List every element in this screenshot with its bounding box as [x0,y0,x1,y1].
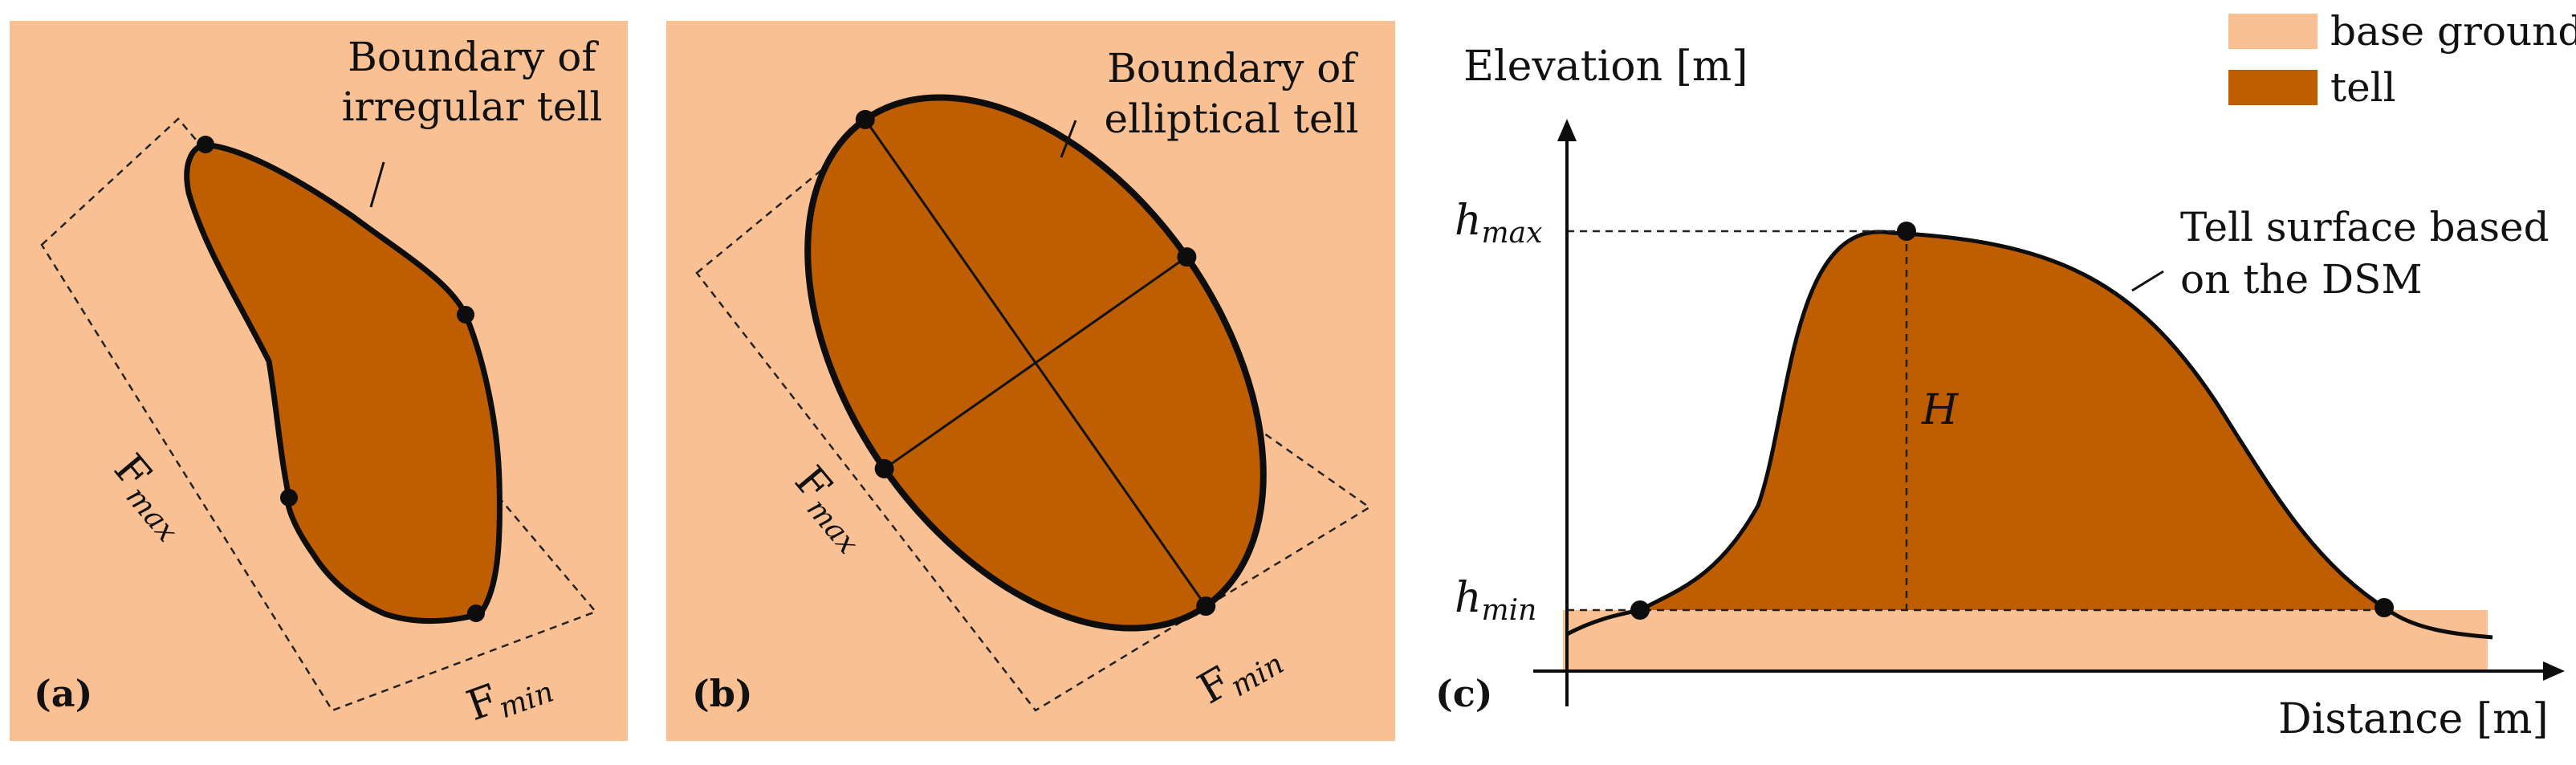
panel-b-callout-line [1060,120,1077,158]
panel-b-callout-line2: elliptical tell [1104,96,1358,142]
surface-label-line1: Tell surface based [2180,204,2550,250]
irregular-tell-shape [184,141,503,625]
panel-b: Boundary of elliptical tell Fmax Fmin (b… [666,21,1395,741]
panel-a-callout-line2: irregular tell [342,83,603,130]
panel-b-callout-line1: Boundary of [1107,45,1358,92]
tell-peak-point [1897,222,1916,241]
elliptical-tell [804,94,1267,632]
height-label: H [1921,386,1959,434]
y-axis-label: Elevation [m] [1463,43,1748,91]
tell-end-point [2375,598,2394,617]
surface-callout-line [2131,270,2164,292]
panel-a-label: (a) [34,672,92,715]
legend: base ground tell [2228,8,2576,111]
x-axis-label: Distance [m] [2278,695,2549,743]
hmin-label: hmin [1455,574,1536,627]
x-axis-arrowhead [2543,661,2565,681]
panel-c: Elevation [m] Distance [m] hmax hmin H T… [1435,43,2565,743]
panel-a-point [457,306,474,323]
panel-c-label: (c) [1435,672,1493,715]
tell-surface-line [1565,230,2493,640]
y-axis-arrowhead [1557,119,1577,141]
legend-swatch-tell [2228,70,2318,105]
legend-swatch-base-ground [2228,14,2318,49]
legend-label-base-ground: base ground [2330,8,2576,55]
legend-label-tell: tell [2330,64,2396,111]
panel-b-point [874,458,894,478]
surface-label-line2: on the DSM [2180,256,2423,303]
panel-b-point [1196,596,1216,616]
tell-profile-area [1640,231,2388,610]
panel-a-callout-line [369,161,385,208]
hmax-label: hmax [1455,197,1542,250]
tell-start-point [1630,600,1650,620]
panel-a-callout-line1: Boundary of [348,34,599,80]
panel-a-point [280,489,298,507]
panel-b-label: (b) [692,672,753,715]
panel-a-point [197,136,214,153]
panel-b-point [855,109,875,129]
panel-a: Boundary of irregular tell Fmax Fmin (a) [10,21,628,741]
panel-b-point [1177,247,1197,267]
panel-a-point [467,604,485,622]
panel-b-fmax-rectangle [695,143,1372,712]
minor-axis [883,255,1188,470]
base-ground-band [1563,610,2488,671]
